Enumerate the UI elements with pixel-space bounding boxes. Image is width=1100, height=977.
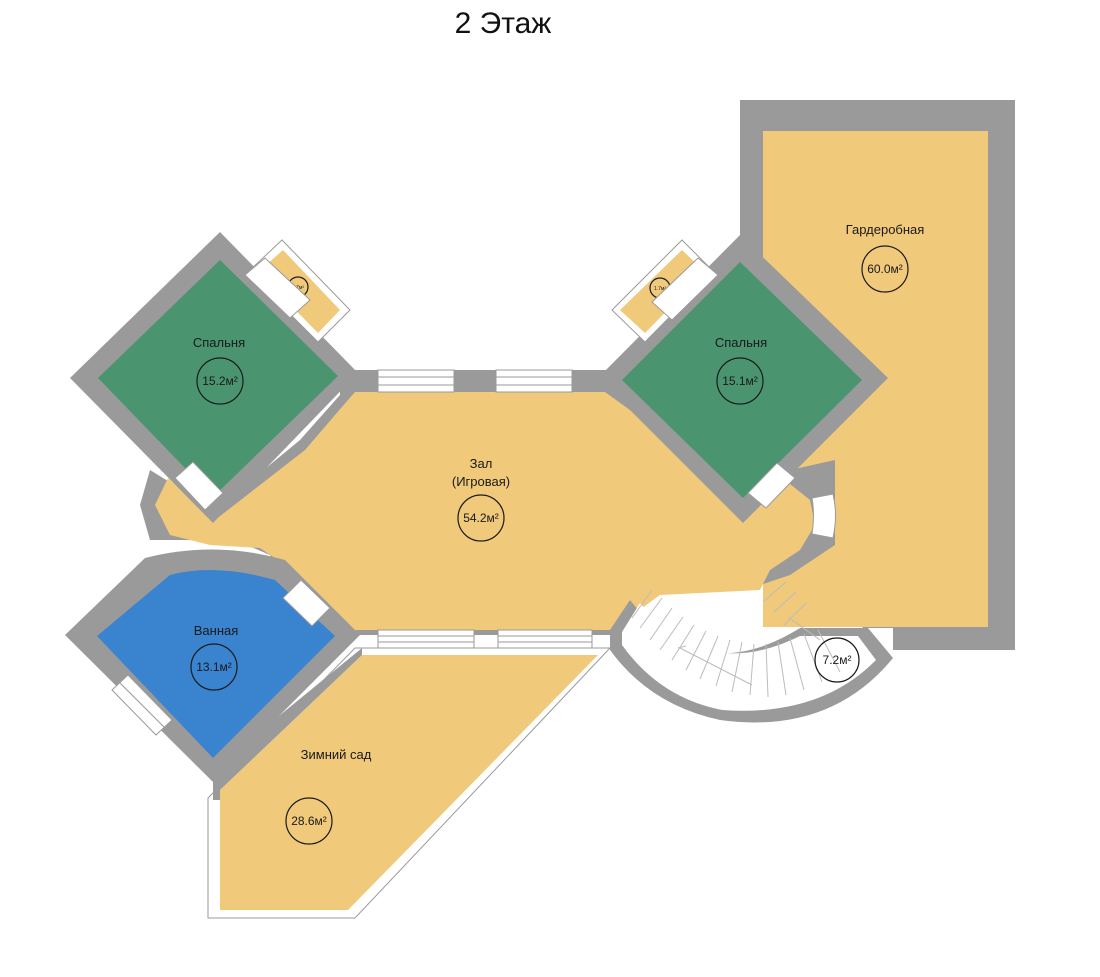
floor-title: 2 Этаж [455,7,552,40]
stair-area: 7.2м² [823,653,852,667]
bedroom-right-label: Спальня [715,335,767,350]
wardrobe-label: Гардеробная [846,222,925,237]
hall-right-curved-window [811,493,836,539]
balcony-left: 1.7м² [244,239,351,343]
winter-garden-room: Зимний сад 28.6м² [207,647,612,919]
wardrobe-area: 60.0м² [867,262,903,276]
bathroom-area: 13.1м² [196,660,232,674]
bathroom-room: Ванная 13.1м² [65,549,360,782]
winter-garden-area: 28.6м² [291,814,327,828]
stair-area-circle [814,637,860,683]
hall-area-circle [457,494,505,542]
bedroom-left-label: Спальня [193,335,245,350]
hall-area: 54.2м² [463,511,499,525]
hall-sublabel: (Игровая) [452,474,510,489]
wardrobe-area-circle [861,245,909,293]
bathroom-area-circle [190,643,238,691]
bedroom-right-area-circle [716,357,764,405]
hall-bottom-windows [377,629,593,649]
balcony-right-area: 1.7м² [654,286,666,292]
bedroom-right-area: 15.1м² [722,374,758,388]
hall-top-windows [377,369,573,393]
bedroom-left-area-circle [196,357,244,405]
hall-label: Зал [470,456,493,471]
winter-garden-area-circle [285,797,333,845]
bathroom-label: Ванная [194,623,239,638]
bedroom-left-area: 15.2м² [202,374,238,388]
balcony-left-area: 1.7м² [292,285,304,291]
staircase: 7.2м² [610,581,893,723]
winter-garden-label: Зимний сад [301,747,372,762]
balcony-right: 1.7м² [611,239,719,343]
